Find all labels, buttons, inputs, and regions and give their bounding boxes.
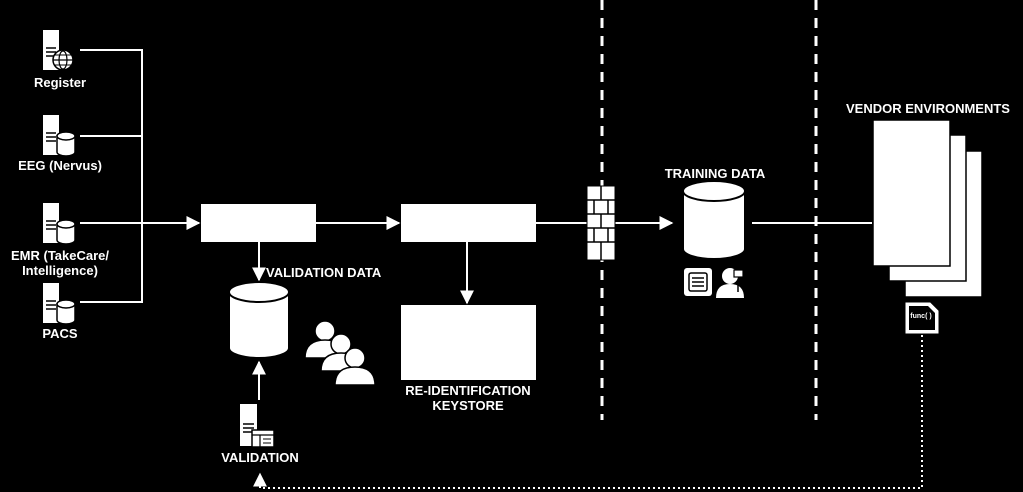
emr-server-icon — [43, 203, 76, 245]
anonymous-person-icon — [716, 268, 744, 298]
users-group-icon — [304, 320, 376, 386]
document-icon — [684, 268, 712, 296]
training-data-database-icon — [682, 180, 746, 260]
training-data-label: TRAINING DATA — [664, 166, 766, 181]
source-connector-lines — [80, 49, 143, 303]
pacs-server-icon — [43, 283, 76, 325]
vendor-environments-label: VENDOR ENVIRONMENTS — [846, 101, 1010, 116]
validation-label: VALIDATION — [221, 450, 299, 465]
register-server-icon — [43, 30, 74, 71]
validation-data-database-icon — [228, 281, 290, 359]
source-label-pacs: PACS — [42, 326, 78, 341]
func-to-validation-feedback-line — [253, 335, 923, 489]
vendor-environments-stack — [872, 119, 983, 298]
process-box-1 — [201, 204, 316, 242]
keystore-box — [401, 305, 536, 380]
source-label-emr: EMR (TakeCare/ Intelligence) — [10, 248, 109, 278]
eeg-server-icon — [43, 115, 76, 157]
func-label: func( ) — [910, 313, 932, 320]
function-file-icon — [905, 302, 939, 334]
keystore-label: RE-IDENTIFICATION KEYSTORE — [405, 383, 531, 413]
validation-data-label: VALIDATION DATA — [266, 265, 382, 280]
validation-server-icon — [240, 404, 275, 448]
source-label-register: Register — [33, 75, 87, 90]
source-label-eeg: EEG (Nervus) — [18, 158, 102, 173]
firewall-icon — [586, 185, 616, 261]
process-box-2 — [401, 204, 536, 242]
